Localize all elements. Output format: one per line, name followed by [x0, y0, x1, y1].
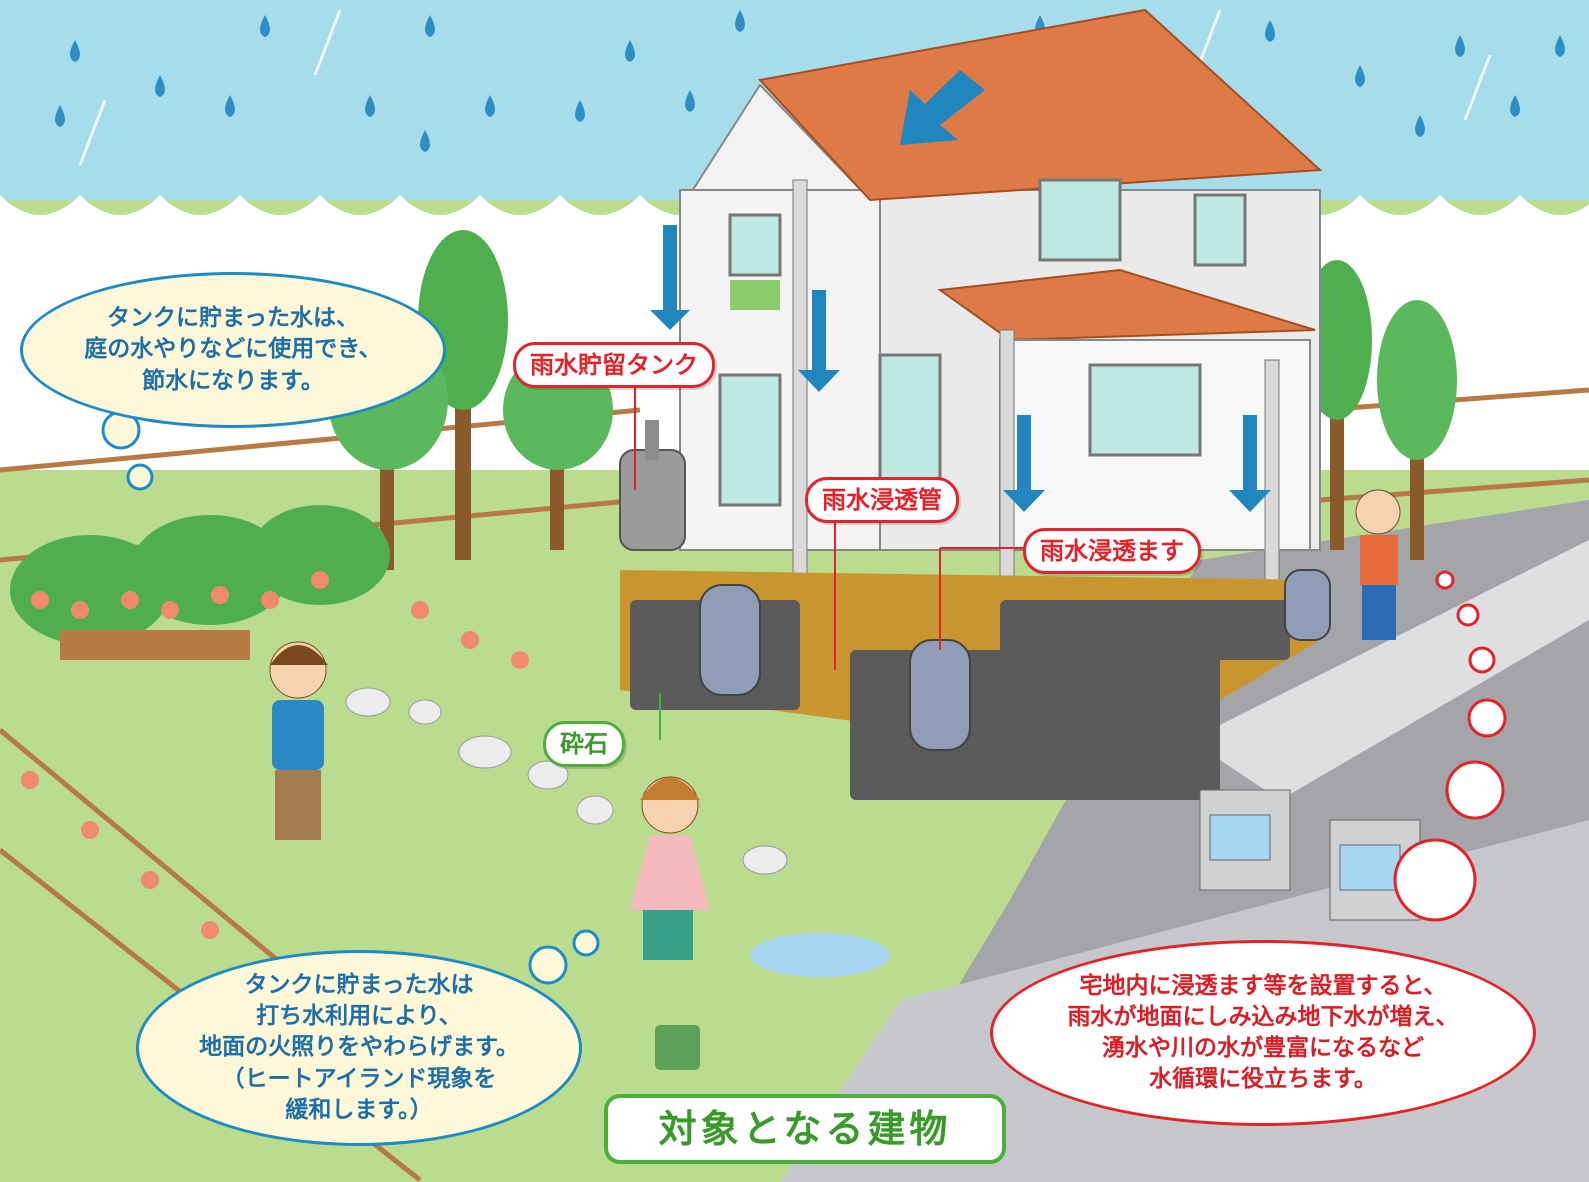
garden-watering-bubble: タンクに貯まった水は、 庭の水やりなどに使用でき、 節水になります。	[20, 272, 446, 428]
side-ditch	[1199, 789, 1421, 921]
boy-watering	[269, 641, 328, 840]
infiltration-pipe-label: 雨水浸透管	[805, 477, 959, 523]
bubble-line: 節水になります。	[142, 367, 324, 394]
basins	[699, 569, 1331, 751]
bubble-line: タンクに貯まった水は、	[106, 305, 360, 332]
rain-tank	[619, 449, 686, 551]
bubble-line: 打ち水利用により、	[256, 1003, 462, 1030]
stepping-stones	[345, 687, 788, 875]
girl	[630, 776, 710, 960]
bubble-line: 雨水が地面にしみ込み地下水が増え、	[1067, 1003, 1459, 1030]
bubble-line: 湧水や川の水が豊富になるなど	[1102, 1035, 1424, 1061]
bubble-line: 庭の水やりなどに使用でき、	[84, 336, 382, 363]
curb	[1190, 540, 1589, 800]
bubble-tail-red	[1393, 570, 1507, 922]
bucket	[655, 1025, 700, 1070]
water-cycle-bubble: 宅地内に浸透ます等を設置すると、 雨水が地面にしみ込み地下水が増え、 湧水や川の…	[990, 940, 1536, 1126]
puddle	[750, 933, 890, 977]
infiltration-basin-label: 雨水浸透ます	[1023, 528, 1201, 574]
bubble-line: 緩和します。）	[285, 1096, 433, 1123]
heat-island-bubble: タンクに貯まった水は 打ち水利用により、 地面の火照りをやわらげます。 （ヒート…	[136, 950, 582, 1146]
bubble-line: 水循環に役立ちます。	[1149, 1066, 1377, 1093]
gravel-label: 砕石	[543, 721, 625, 767]
bubble-line: タンクに貯まった水は	[244, 972, 474, 999]
shrubs	[10, 505, 390, 660]
bubble-line: 宅地内に浸透ます等を設置すると、	[1079, 972, 1447, 999]
roof	[758, 8, 1323, 202]
section-title: 対象となる建物	[604, 1094, 1006, 1164]
bubble-line: （ヒートアイランド現象を	[221, 1065, 497, 1092]
bubble-line: 地面の火照りをやわらげます。	[199, 1034, 519, 1061]
rain-tank-label: 雨水貯留タンク	[513, 342, 715, 388]
man	[1355, 489, 1401, 640]
bubble-tail	[101, 410, 600, 985]
